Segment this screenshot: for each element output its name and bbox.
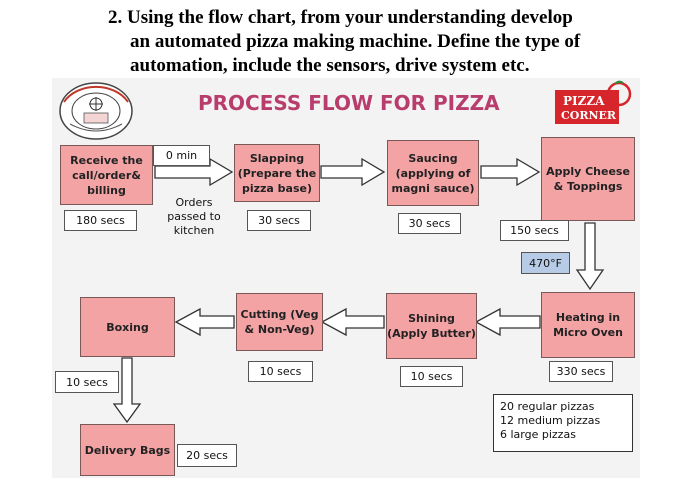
arrow-right-1	[154, 157, 234, 187]
capacity-line: 20 regular pizzas	[500, 400, 595, 413]
time-cutting: 10 secs	[248, 361, 313, 382]
time-cheese: 150 secs	[500, 220, 569, 241]
time-boxing: 10 secs	[55, 371, 119, 393]
time-delivery: 20 secs	[177, 444, 237, 467]
time-slapping: 30 secs	[247, 210, 311, 231]
arrow-down-2	[112, 357, 142, 424]
arrow-down-1	[575, 222, 605, 291]
chart-title: PROCESS FLOW FOR PIZZA	[198, 91, 500, 115]
step-saucing-label: Saucing (applying of magni sauce)	[391, 151, 475, 195]
step-shining: Shining (Apply Butter)	[386, 293, 477, 359]
time-shining: 10 secs	[400, 366, 463, 387]
step-cutting-label: Cutting (Veg & Non-Veg)	[240, 308, 319, 336]
capacity-line: 12 medium pizzas	[500, 414, 601, 427]
step-receive-order: Receive the call/order& billing	[60, 145, 153, 205]
step-cheese-label: Apply Cheese & Toppings	[546, 165, 630, 193]
step-delivery-label: Delivery Bags	[84, 443, 171, 457]
step-heating-label: Heating in Micro Oven	[553, 311, 623, 339]
step-boxing: Boxing	[80, 297, 175, 357]
arrow-left-2	[320, 307, 385, 337]
step-boxing-label: Boxing	[106, 320, 149, 334]
question-line-2: an automated pizza making machine. Defin…	[130, 31, 581, 52]
institute-seal-logo	[59, 82, 133, 140]
arrow-right-2	[320, 157, 386, 187]
time-saucing: 30 secs	[398, 213, 461, 234]
arrow-left-1	[474, 307, 541, 337]
time-heating: 330 secs	[549, 361, 613, 382]
arrow-left-3	[174, 307, 235, 337]
step-slapping: Slapping (Prepare the pizza base)	[234, 144, 320, 202]
question-line-3: automation, include the sensors, drive s…	[130, 55, 530, 76]
brand-line-1: PIZZA	[563, 94, 605, 108]
step-heating: Heating in Micro Oven	[541, 292, 635, 358]
time-receive: 180 secs	[64, 210, 137, 231]
orders-note: Orders passed to kitchen	[167, 196, 221, 237]
time-start: 0 min	[153, 145, 210, 166]
step-shining-label: Shining (Apply Butter)	[387, 312, 476, 340]
capacity-note: 20 regular pizzas 12 medium pizzas 6 lar…	[493, 394, 633, 452]
pizza-corner-logo: PIZZA CORNER	[555, 80, 633, 128]
step-cutting: Cutting (Veg & Non-Veg)	[236, 293, 323, 351]
question-line-1: 2. Using the flow chart, from your under…	[108, 7, 573, 28]
step-cheese-toppings: Apply Cheese & Toppings	[541, 137, 635, 221]
brand-line-2: CORNER	[561, 109, 617, 122]
step-slapping-label: Slapping (Prepare the pizza base)	[237, 151, 317, 195]
step-delivery: Delivery Bags	[80, 424, 175, 476]
question-text: 2. Using the flow chart, from your under…	[108, 6, 693, 78]
step-saucing: Saucing (applying of magni sauce)	[387, 140, 479, 206]
arrow-right-3	[480, 157, 541, 187]
step-receive-label: Receive the call/order& billing	[70, 153, 143, 197]
temperature-badge: 470°F	[521, 252, 570, 274]
capacity-line: 6 large pizzas	[500, 428, 576, 441]
